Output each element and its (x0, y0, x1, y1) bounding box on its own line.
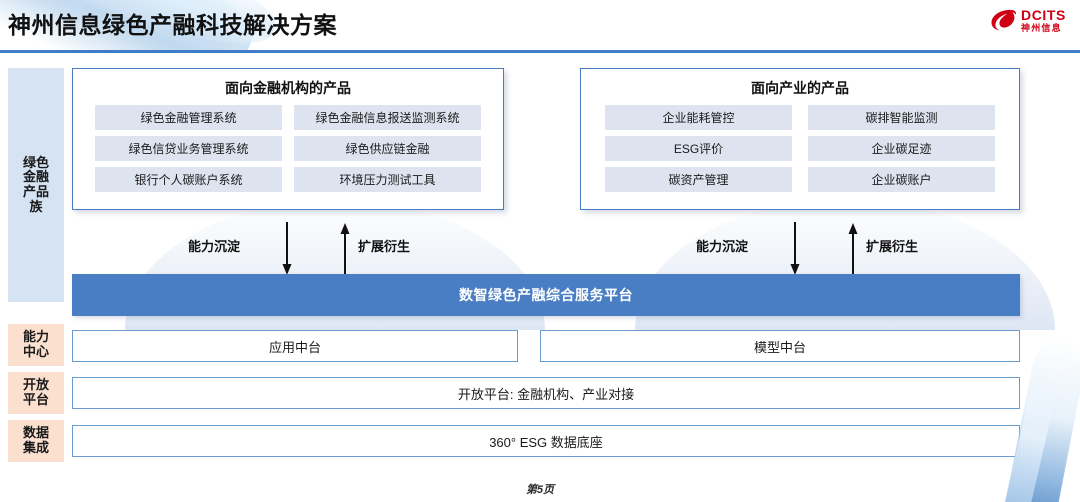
brand-logo: DCITS 神州信息 (990, 8, 1066, 33)
product-chip[interactable]: 碳资产管理 (605, 167, 792, 192)
logo-text-en: DCITS (1021, 7, 1066, 23)
layer-box-application-middle-platform[interactable]: 应用中台 (72, 330, 518, 362)
layer-box-data-base[interactable]: 360° ESG 数据底座 (72, 425, 1020, 457)
arrow-up-icon (848, 223, 858, 276)
flow-label-expansion-derivation: 扩展衍生 (866, 239, 919, 254)
sidebar-item-green-finance-family[interactable]: 绿色 金融 产品 族 (8, 68, 64, 302)
header-divider-rule (0, 50, 1080, 53)
panel-industry-products: 面向产业的产品 企业能耗管控 碳排智能监测 ESG评价 企业碳足迹 碳资产管理 … (580, 68, 1020, 210)
sidebar-item-capability-center[interactable]: 能力 中心 (8, 324, 64, 366)
product-chip[interactable]: ESG评价 (605, 136, 792, 161)
product-chip[interactable]: 企业碳账户 (808, 167, 995, 192)
panel-financial-institution-products: 面向金融机构的产品 绿色金融管理系统 绿色金融信息报送监测系统 绿色信贷业务管理… (72, 68, 504, 210)
platform-bar[interactable]: 数智绿色产融综合服务平台 (72, 274, 1020, 316)
layer-label: 360° ESG 数据底座 (489, 434, 603, 450)
flow-label-capability-precipitation: 能力沉淀 (696, 239, 749, 254)
sidebar-label-capability-center: 能力 中心 (22, 329, 49, 359)
flow-group-right: 能力沉淀 扩展衍生 (668, 222, 968, 280)
product-chip[interactable]: 绿色供应链金融 (294, 136, 481, 161)
layer-box-open-platform[interactable]: 开放平台: 金融机构、产业对接 (72, 377, 1020, 409)
sidebar-label-open-platform: 开放 平台 (22, 377, 49, 407)
sidebar-item-open-platform[interactable]: 开放 平台 (8, 372, 64, 414)
sidebar-item-data-integration[interactable]: 数据 集成 (8, 420, 64, 462)
product-grid-financial: 绿色金融管理系统 绿色金融信息报送监测系统 绿色信贷业务管理系统 绿色供应链金融… (73, 105, 503, 192)
layer-label: 应用中台 (268, 339, 321, 355)
platform-bar-label: 数智绿色产融综合服务平台 (459, 287, 633, 303)
product-grid-industry: 企业能耗管控 碳排智能监测 ESG评价 企业碳足迹 碳资产管理 企业碳账户 (581, 105, 1019, 192)
slide-header: 神州信息绿色产融科技解决方案 DCITS 神州信息 (0, 0, 1080, 52)
product-chip[interactable]: 企业能耗管控 (605, 105, 792, 130)
layer-label: 模型中台 (753, 339, 806, 355)
layer-label: 开放平台: 金融机构、产业对接 (457, 386, 635, 402)
product-chip[interactable]: 碳排智能监测 (808, 105, 995, 130)
layer-box-model-middle-platform[interactable]: 模型中台 (540, 330, 1020, 362)
dcits-swoosh-icon (991, 9, 1016, 31)
product-chip[interactable]: 绿色金融管理系统 (95, 105, 282, 130)
arrow-up-icon (340, 223, 350, 276)
product-chip[interactable]: 企业碳足迹 (808, 136, 995, 161)
flow-group-left: 能力沉淀 扩展衍生 (160, 222, 460, 280)
logo-wordmark: DCITS 神州信息 (1021, 8, 1066, 33)
logo-text-cn: 神州信息 (1021, 23, 1062, 33)
flow-label-capability-precipitation: 能力沉淀 (188, 239, 241, 254)
panel-title-industry: 面向产业的产品 (751, 80, 849, 96)
sidebar-label-data-integration: 数据 集成 (22, 425, 49, 455)
sidebar-label-green-finance-family: 绿色 金融 产品 族 (22, 154, 49, 214)
flow-label-expansion-derivation: 扩展衍生 (358, 239, 411, 254)
page-title: 神州信息绿色产融科技解决方案 (8, 12, 337, 38)
product-chip[interactable]: 绿色金融信息报送监测系统 (294, 105, 481, 130)
product-chip[interactable]: 环境压力测试工具 (294, 167, 481, 192)
arrow-down-icon (790, 222, 800, 275)
product-chip[interactable]: 绿色信贷业务管理系统 (95, 136, 282, 161)
product-chip[interactable]: 银行个人碳账户系统 (95, 167, 282, 192)
page-number-footer: 第5页 (525, 484, 555, 496)
panel-title-financial: 面向金融机构的产品 (225, 80, 351, 96)
arrow-down-icon (282, 222, 292, 275)
